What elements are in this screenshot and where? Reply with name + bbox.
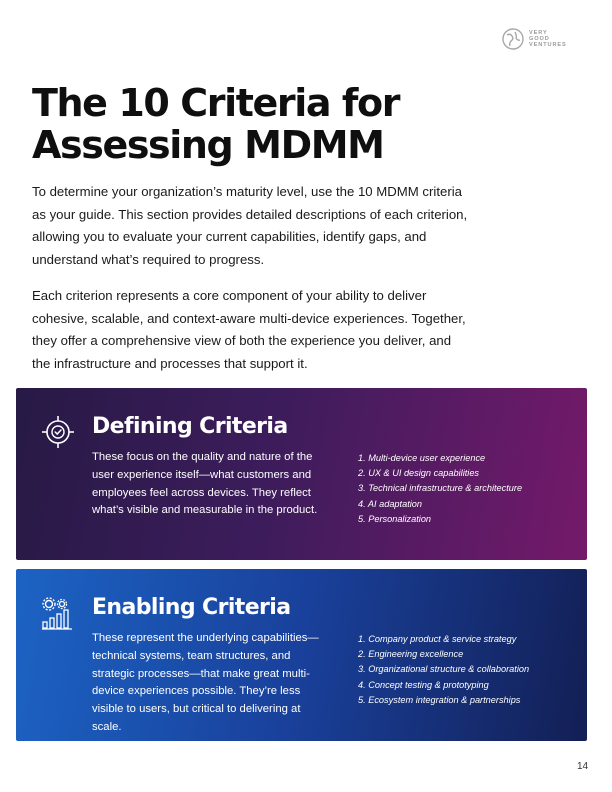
- page-title: The 10 Criteria for Assessing MDMM: [32, 81, 400, 167]
- list-item: 3. Organizational structure & collaborat…: [358, 664, 530, 675]
- criteria-list: 1. Multi-device user experience 2. UX & …: [358, 451, 522, 527]
- page-number: 14: [577, 761, 589, 772]
- intro-paragraph: To determine your organization’s maturit…: [32, 184, 468, 267]
- card-description: These focus on the quality and nature of…: [92, 451, 318, 517]
- list-item: 5. Ecosystem integration & partnerships: [358, 694, 521, 705]
- defining-criteria-card: Defining Criteria These focus on the qua…: [16, 388, 587, 560]
- list-item: 1. Multi-device user experience: [358, 453, 486, 463]
- globe-logo-icon: [502, 28, 524, 50]
- logo-word: GOOD: [529, 35, 550, 42]
- card-title: Defining Criteria: [92, 414, 288, 439]
- intro-paragraph: Each criterion represents a core compone…: [32, 288, 466, 371]
- logo-wordmark: VERY GOOD VENTURES: [529, 30, 567, 49]
- criteria-list: 1. Company product & service strategy 2.…: [358, 632, 529, 708]
- target-icon: [42, 416, 74, 448]
- list-item: 3. Technical infrastructure & architectu…: [358, 483, 523, 494]
- logo-word: VENTURES: [529, 42, 567, 49]
- list-item: 4. AI adaptation: [358, 498, 423, 509]
- list-item: 2. Engineering excellence: [358, 649, 464, 660]
- enabling-criteria-card: Enabling Criteria These represent the un…: [16, 569, 587, 741]
- list-item: 2. UX & UI design capabilities: [358, 468, 480, 479]
- list-item: 5. Personalization: [358, 513, 432, 524]
- list-item: 4. Concept testing & prototyping: [358, 679, 489, 690]
- logo-word: VERY: [529, 29, 548, 36]
- card-title: Enabling Criteria: [92, 595, 291, 620]
- very-good-ventures-logo: VERY GOOD VENTURES: [501, 27, 567, 51]
- gears-chart-icon: [42, 597, 72, 630]
- card-description: These represent the underlying capabilit…: [92, 632, 319, 733]
- list-item: 1. Company product & service strategy: [358, 634, 517, 644]
